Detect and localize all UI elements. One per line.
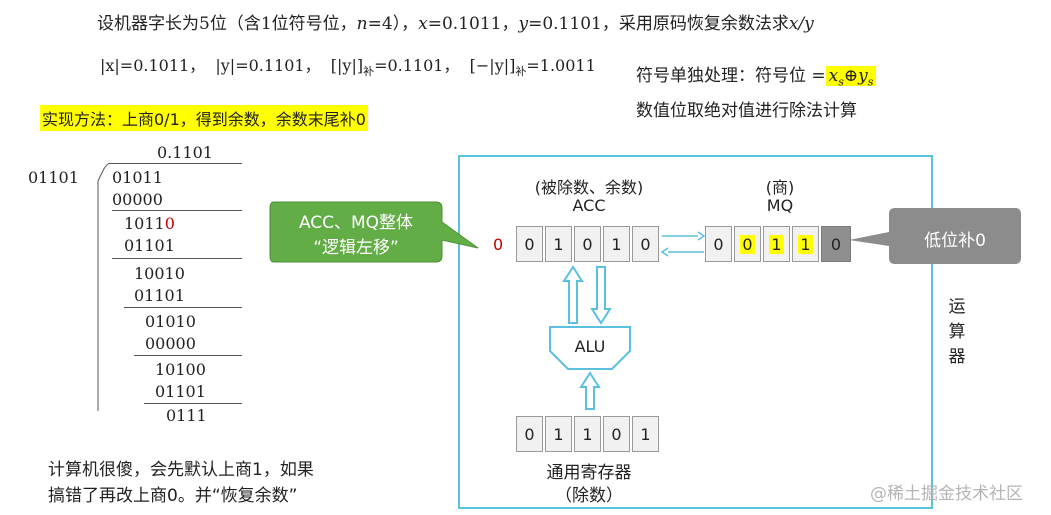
alu-label: ALU [574, 337, 606, 356]
gpr-alu-arrow [579, 371, 601, 410]
n-eq: =4）， [367, 14, 419, 34]
gpr-bit: 1 [632, 416, 659, 452]
y-complement: [|y|] [330, 56, 364, 75]
division-line [144, 403, 242, 404]
division-line [124, 307, 242, 308]
acc-mq-arrows [660, 231, 706, 257]
acc-bit: 1 [545, 226, 572, 262]
acc-bit: 0 [516, 226, 543, 262]
gpr-bit: 0 [603, 416, 630, 452]
gpr-bit: 0 [516, 416, 543, 452]
operator-char: 器 [948, 347, 966, 367]
acc-bit: 0 [632, 226, 659, 262]
abs-values-line: |x|=0.1011， |y|=0.1101， [|y|]补=0.1101， [… [100, 52, 596, 79]
remainder: 0111 [166, 406, 207, 425]
division-row: 10010 [134, 264, 185, 283]
division-row: 01101 [155, 382, 206, 401]
mq-bit: 1 [763, 226, 790, 262]
mq-bit: 0 [821, 226, 851, 262]
operator-label: 运 算 器 [947, 295, 967, 370]
bottom-note-1: 计算机很傻，会先默认上商1，如果 [48, 460, 314, 480]
division-row: 01010 [145, 312, 196, 331]
division-bracket [97, 163, 109, 411]
division-line [134, 355, 242, 356]
title-prefix: 设机器字长为5位（含1位符号位， [97, 14, 357, 34]
shift-callout-shape [269, 201, 479, 263]
bu-sub: 补 [363, 65, 375, 79]
acc-bit: 1 [603, 226, 630, 262]
gpr-label: 通用寄存器 [546, 463, 632, 483]
operator-frame [458, 155, 933, 509]
appended-zero: 0 [164, 214, 175, 233]
abs-y: |y|=0.1101， [215, 56, 321, 75]
acc-shifted-bit: 0 [493, 235, 504, 254]
low-bit-callout-shape [849, 208, 1021, 264]
division-row: 10110 [124, 214, 175, 233]
operator-char: 算 [948, 322, 966, 342]
gpr-register: 0 1 1 0 1 [516, 416, 659, 452]
mq-register: 0 0 1 1 0 [705, 226, 851, 262]
quotient: 0.1101 [157, 143, 213, 162]
neg-y-complement-val: =1.0011 [526, 56, 596, 75]
x-var: x [418, 14, 428, 34]
mq-bit: 0 [734, 226, 761, 262]
mq-bit: 0 [705, 226, 732, 262]
y-complement-val: =0.1101， [374, 56, 460, 75]
acc-name: ACC [572, 196, 606, 215]
division-row: 01011 [112, 168, 163, 187]
gpr-bit: 1 [574, 416, 601, 452]
division-line [112, 258, 242, 259]
operator-char: 运 [948, 297, 966, 317]
division-bar [108, 163, 242, 164]
acc-bit: 0 [574, 226, 601, 262]
division-row: 00000 [112, 190, 163, 209]
magnitude-note: 数值位取绝对值进行除法计算 [636, 101, 857, 121]
mq-name: MQ [766, 196, 794, 215]
acc-alu-arrows [562, 265, 612, 325]
shift-callout-line1: ACC、MQ整体 [298, 213, 414, 233]
x-eq: =0.1011， [427, 14, 519, 34]
gpr-sub: （除数） [555, 486, 623, 506]
division-row: 10100 [155, 360, 206, 379]
acc-register: 0 1 0 1 0 [516, 226, 659, 262]
sign-note-text: 符号单独处理：符号位 = [636, 66, 826, 86]
sign-note: 符号单独处理：符号位 =xs⊕ys [636, 61, 877, 88]
division-row: 01101 [134, 286, 185, 305]
gpr-bit: 1 [545, 416, 572, 452]
y-eq: =0.1101，采用原码恢复余数法求 [528, 14, 789, 34]
n-var: n [356, 14, 368, 34]
y-var: y [518, 14, 529, 34]
mq-bit: 1 [792, 226, 819, 262]
bu-sub-2: 补 [515, 65, 527, 79]
alu-shape [549, 326, 631, 370]
shift-callout-line2: “逻辑左移” [313, 238, 399, 258]
xy-var: x/y [788, 14, 814, 34]
divisor: 01101 [28, 168, 79, 187]
neg-y-complement: [−|y|] [469, 56, 516, 75]
method-note: 实现方法：上商0/1，得到余数，余数末尾补0 [40, 105, 368, 131]
mq-desc: (商) [765, 178, 795, 197]
watermark: @稀土掘金技术社区 [870, 484, 1023, 504]
bottom-note-2: 搞错了再改上商0。并“恢复余数” [48, 486, 298, 506]
title-line: 设机器字长为5位（含1位符号位，n=4），x=0.1011，y=0.1101，采… [97, 9, 814, 34]
division-row: 00000 [145, 334, 196, 353]
sign-formula: xs⊕ys [825, 66, 877, 88]
abs-x: |x|=0.1011， [100, 56, 206, 75]
division-line [112, 210, 242, 211]
low-bit-callout-text: 低位补0 [924, 231, 986, 251]
acc-desc: (被除数、余数) [534, 178, 644, 197]
division-row: 01101 [124, 236, 175, 255]
